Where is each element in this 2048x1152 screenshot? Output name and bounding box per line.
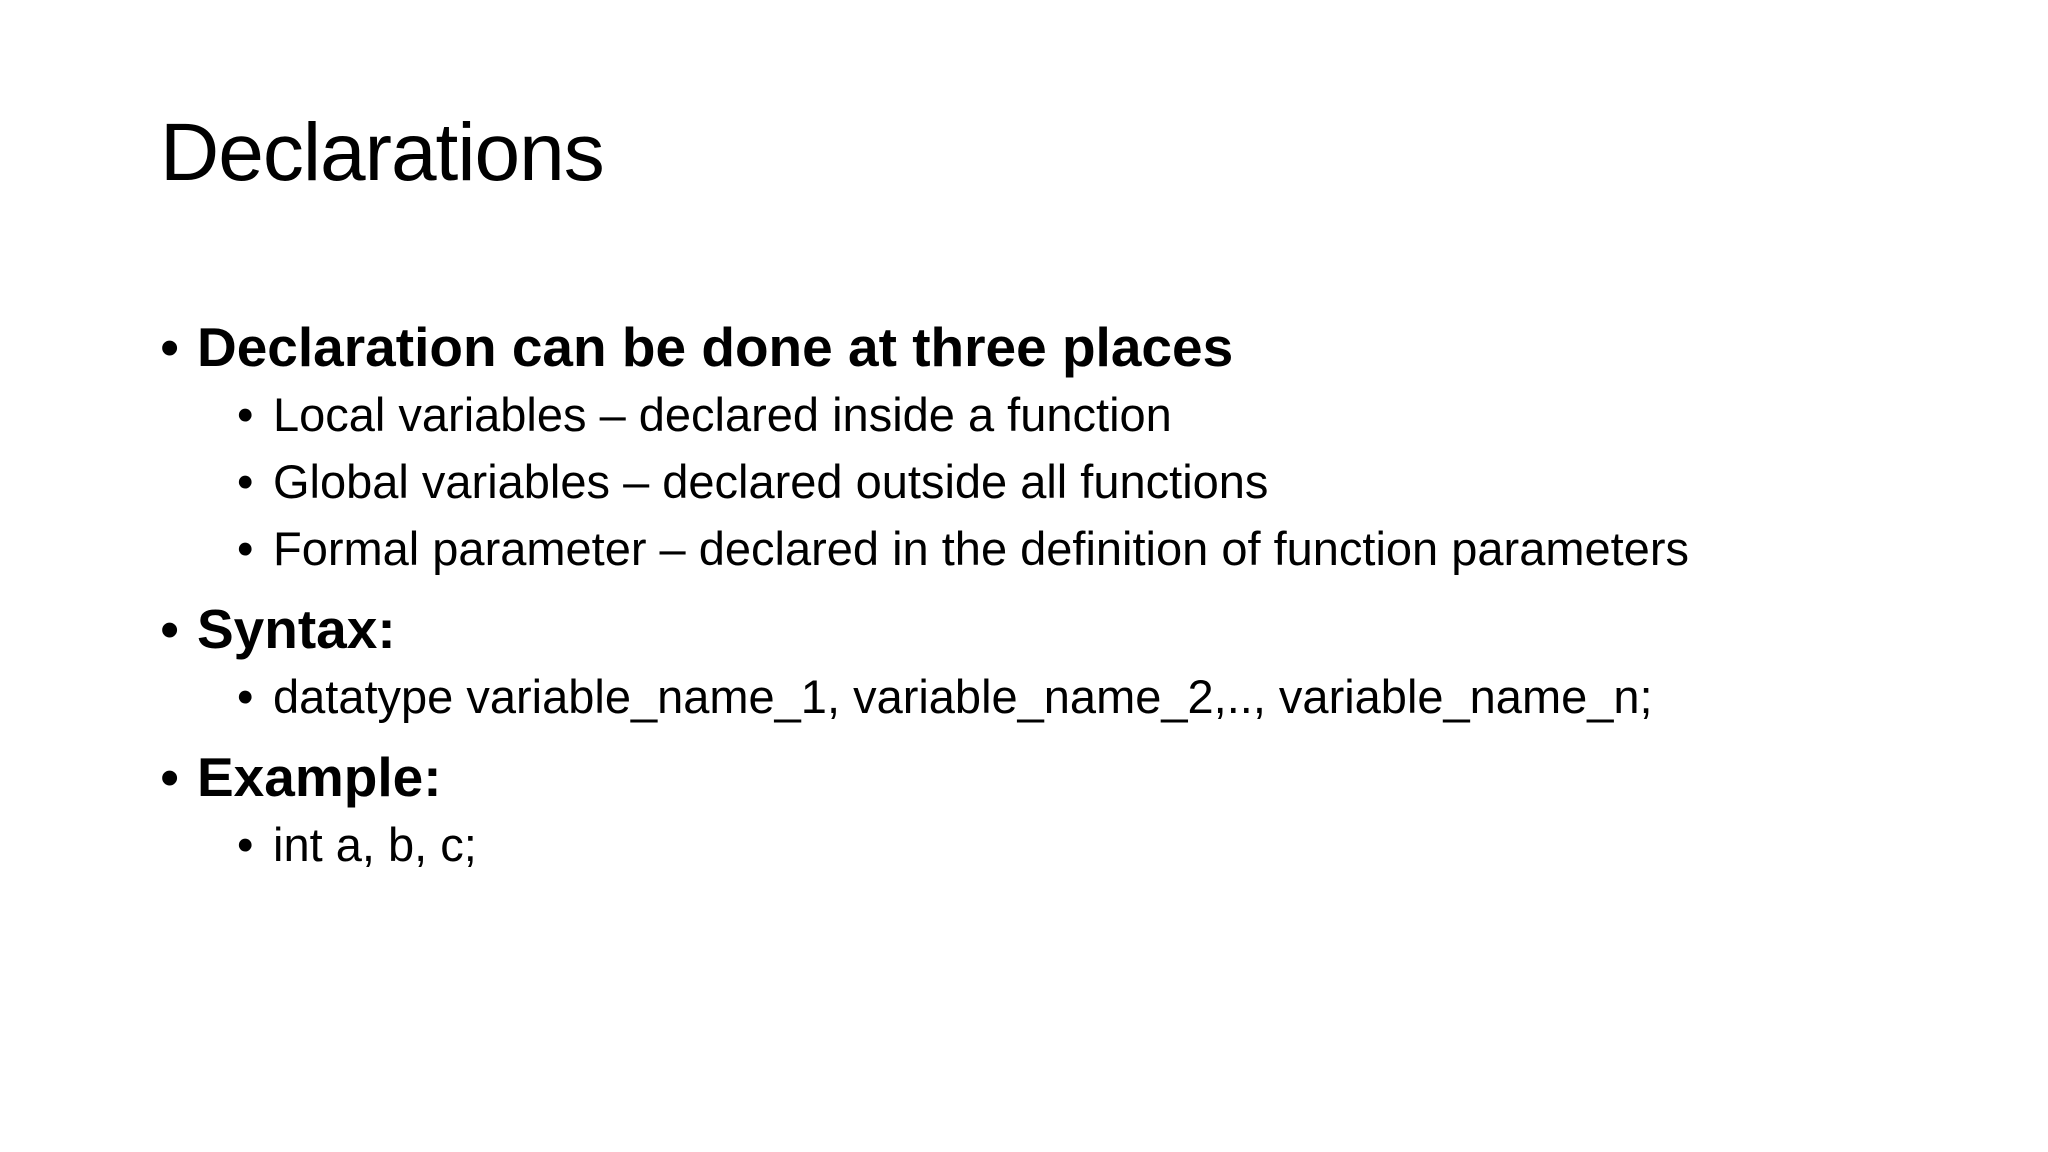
- sub-bullet-item: • int a, b, c;: [237, 811, 1920, 878]
- sub-bullet-item: • Global variables – declared outside all…: [237, 448, 1920, 515]
- sub-bullet-text: datatype variable_name_1, variable_name_…: [273, 670, 1653, 723]
- bullet-icon: •: [237, 388, 254, 441]
- sub-bullet-item: • Formal parameter – declared in the defi…: [237, 515, 1920, 582]
- bullet-item: • Syntax:: [160, 596, 1920, 663]
- sub-bullet-item: • Local variables – declared inside a fun…: [237, 381, 1920, 448]
- sub-bullet-text: Local variables – declared inside a func…: [273, 388, 1172, 441]
- sub-bullet-text: Formal parameter – declared in the defin…: [273, 522, 1689, 575]
- bullet-text: Syntax:: [197, 598, 396, 660]
- bullet-icon: •: [160, 746, 180, 808]
- bullet-icon: •: [160, 316, 180, 378]
- bullet-text: Example:: [197, 746, 442, 808]
- bullet-icon: •: [237, 818, 254, 871]
- bullet-icon: •: [237, 670, 254, 723]
- bullet-icon: •: [237, 522, 254, 575]
- sub-bullet-text: int a, b, c;: [273, 818, 477, 871]
- sub-bullet-item: • datatype variable_name_1, variable_name…: [237, 663, 1920, 730]
- bullet-icon: •: [160, 598, 180, 660]
- slide-title: Declarations: [160, 107, 605, 198]
- bullet-text: Declaration can be done at three places: [197, 316, 1234, 378]
- bullet-icon: •: [237, 455, 254, 508]
- slide-body: • Declaration can be done at three places…: [160, 300, 1920, 878]
- sub-bullet-text: Global variables – declared outside all …: [273, 455, 1269, 508]
- bullet-item: • Declaration can be done at three places: [160, 314, 1920, 381]
- bullet-item: • Example:: [160, 744, 1920, 811]
